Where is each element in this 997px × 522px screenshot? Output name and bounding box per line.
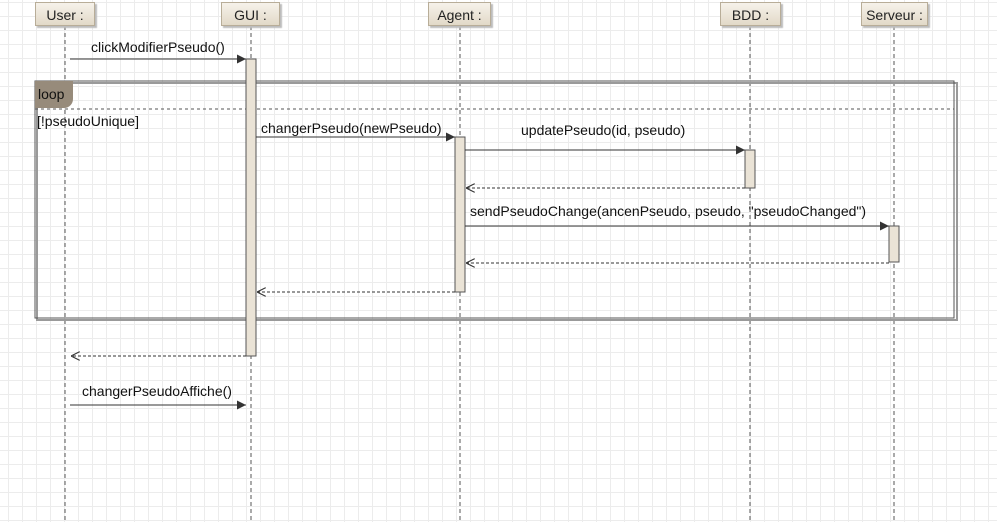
loop-operator-label: loop	[38, 86, 65, 102]
message-send-pseudo-change-label: sendPseudoChange(ancenPseudo, pseudo, "p…	[470, 203, 867, 219]
message-changer-pseudo-affiche-label: changerPseudoAffiche()	[82, 383, 232, 399]
lifeline-serveur-header[interactable]: Serveur :	[861, 2, 928, 26]
message-update-pseudo-label: updatePseudo(id, pseudo)	[521, 122, 686, 138]
loop-frame	[34, 80, 955, 319]
activation-gui[interactable]	[245, 58, 257, 357]
activation-bdd[interactable]	[744, 149, 756, 189]
lifeline-agent-header[interactable]: Agent :	[428, 2, 491, 26]
lifeline-gui-label: GUI :	[234, 7, 267, 23]
lifeline-bdd-label: BDD :	[731, 7, 770, 23]
lifeline-user-label: User :	[46, 7, 84, 23]
lifeline-gui-header[interactable]: GUI :	[221, 2, 280, 26]
activation-agent[interactable]	[454, 136, 466, 293]
message-click-modifier-label: clickModifierPseudo()	[91, 39, 225, 55]
lifeline-bdd-header[interactable]: BDD :	[720, 2, 781, 26]
lifeline-agent-label: Agent :	[437, 7, 482, 23]
activation-serveur[interactable]	[888, 225, 900, 263]
loop-frame-shadow	[36, 82, 958, 321]
message-changer-pseudo-label: changerPseudo(newPseudo)	[261, 120, 442, 136]
loop-frame-tab[interactable]	[35, 81, 73, 108]
lifeline-user-header[interactable]: User :	[35, 2, 95, 26]
lifeline-serveur-label: Serveur :	[866, 7, 923, 23]
loop-guard-label: [!pseudoUnique]	[37, 113, 139, 129]
